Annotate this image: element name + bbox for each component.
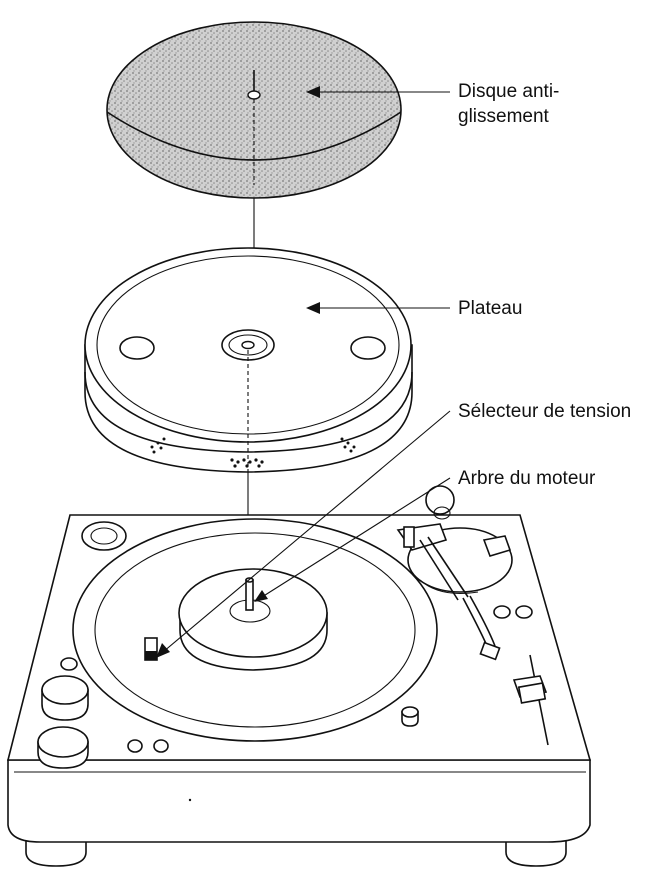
platter-hole-left [119, 336, 155, 360]
label-platter: Plateau [458, 298, 522, 319]
motor-shaft [245, 579, 254, 611]
start-stop-knob [81, 521, 127, 551]
label-slip-mat-line2: glissement [458, 106, 550, 127]
tonearm-assembly [396, 485, 549, 746]
leader-lines [156, 86, 451, 658]
headshell [479, 641, 501, 661]
label-slip-mat-line1: Disque anti- [458, 81, 559, 102]
counterweight [425, 485, 455, 515]
label-voltage-selector: Sélecteur de tension [458, 401, 631, 422]
platter-hole-right [350, 336, 386, 360]
platter-well [72, 518, 438, 742]
foot-left [25, 837, 87, 867]
foot-right [505, 837, 567, 867]
label-motor-shaft: Arbre du moteur [458, 468, 596, 489]
base-controls [37, 521, 533, 769]
slip-mat-center-hole [247, 90, 261, 100]
